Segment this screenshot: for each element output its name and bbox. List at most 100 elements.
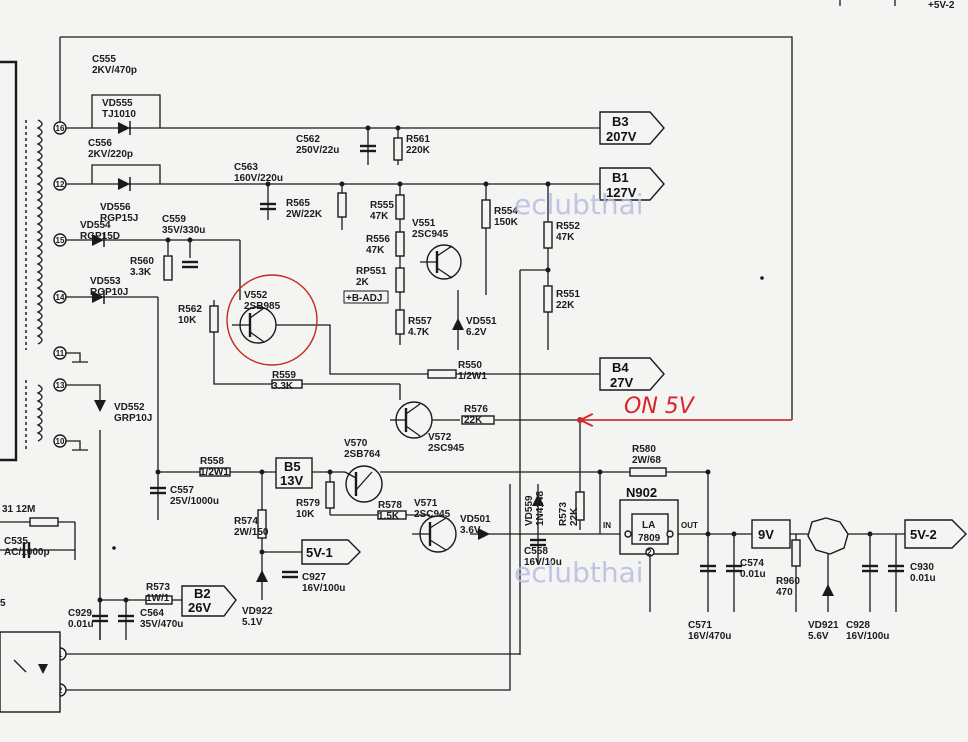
label-r574-ref: R574	[234, 516, 258, 527]
svg-text:14: 14	[56, 293, 65, 302]
capacitor-c564	[118, 614, 134, 623]
label-vd559-value: 1N4148	[535, 491, 546, 526]
label-vd556-value: RGP15J	[100, 213, 138, 224]
resistor-r556	[395, 231, 405, 257]
label-r555-ref: R555	[370, 200, 394, 211]
diode-vd551	[452, 318, 464, 330]
resistor-r960	[791, 539, 801, 567]
label-r579-value: 10K	[296, 509, 315, 520]
label-vd551-value: 6.2V	[466, 327, 487, 338]
label-c555-value: 2KV/470p	[92, 65, 137, 76]
label-r573-value: 1W/1	[146, 593, 170, 604]
transistor-v572	[390, 401, 433, 439]
label-vd552-ref: VD552	[114, 402, 145, 413]
resistor-rp551	[395, 267, 405, 293]
label-c927-ref: C927	[302, 572, 326, 583]
svg-text:B4: B4	[612, 360, 629, 375]
watermark-bottom: eclubthai	[514, 556, 644, 589]
svg-text:12: 12	[56, 180, 65, 189]
svg-text:5V-2: 5V-2	[910, 527, 937, 542]
component-labels: C5552KV/470pVD555TJ1010C5562KV/220pVD556…	[0, 0, 955, 642]
label-v552-ref: V552	[244, 290, 268, 301]
label-c928-value: 16V/100u	[846, 631, 889, 642]
label-c927-value: 16V/100u	[302, 583, 345, 594]
label-r578-value: 1.5K	[378, 511, 400, 522]
label-vd554-value: RGP15D	[80, 231, 120, 242]
label-r562-value: 10K	[178, 315, 197, 326]
pin-12: 12	[53, 177, 67, 191]
label-vd921-value: 5.6V	[808, 631, 829, 642]
label-c555-ref: C555	[92, 54, 116, 65]
resistor-r561	[393, 137, 403, 161]
label-c564-ref: C564	[140, 608, 164, 619]
label-topcorner-ref: +5V-2	[928, 0, 955, 11]
resistor-r562	[209, 305, 219, 333]
label-c930-value: 0.01u	[910, 573, 936, 584]
label-badj-ref: +B-ADJ	[346, 293, 382, 304]
capacitor-c930	[888, 564, 904, 573]
label-r551-value: 22K	[556, 300, 575, 311]
svg-text:16: 16	[56, 124, 65, 133]
watermark-top: eclubthai	[514, 188, 644, 221]
label-r556-value: 47K	[366, 245, 385, 256]
label-vd921-ref: VD921	[808, 620, 839, 631]
tag-5v-1: 5V-1	[301, 539, 361, 565]
diode-vd501	[478, 528, 490, 540]
svg-text:26V: 26V	[188, 600, 211, 615]
label-r560-ref: R560	[130, 256, 154, 267]
regulator-pin-gnd: 2	[647, 548, 652, 557]
svg-text:B1: B1	[612, 170, 629, 185]
resistor-r531	[29, 517, 59, 527]
label-c928-ref: C928	[846, 620, 870, 631]
resistor-r554	[481, 199, 491, 229]
label-r565-ref: R565	[286, 198, 310, 209]
label-c559-ref: C559	[162, 214, 186, 225]
transistor-v552	[232, 306, 277, 344]
capacitor-c558	[530, 538, 546, 547]
pin-16: 16	[53, 121, 67, 135]
label-c557-ref: C557	[170, 485, 194, 496]
resistor-r573b	[575, 491, 585, 521]
label-c556-value: 2KV/220p	[88, 149, 133, 160]
resistor-r574	[257, 509, 267, 539]
wiring	[0, 0, 905, 691]
capacitor-c929	[92, 614, 108, 623]
label-vd501-value: 3.6V	[460, 525, 481, 536]
transistor-v570	[344, 465, 383, 503]
label-r574-value: 2W/150	[234, 527, 269, 538]
capacitor-c571	[700, 564, 716, 573]
label-r562-ref: R562	[178, 304, 202, 315]
label-r550-ref: R550	[458, 360, 482, 371]
label-r531-ref: 31 12M	[2, 504, 35, 515]
transistor-v551	[420, 244, 462, 280]
label-vd554-ref: VD554	[80, 220, 111, 231]
label-r565-value: 2W/22K	[286, 209, 323, 220]
label-c929-value: 0.01u	[68, 619, 94, 630]
label-v570-value: 2SB764	[344, 449, 381, 460]
resistor-r558	[199, 467, 231, 477]
pin-11: 11	[53, 346, 67, 360]
label-v552-value: 2SB985	[244, 301, 281, 312]
label-vd553-ref: VD553	[90, 276, 121, 287]
label-c563-value: 160V/220u	[234, 173, 283, 184]
label-vd552-value: GRP10J	[114, 413, 152, 424]
label-v551-ref: V551	[412, 218, 436, 229]
ferrite-symbol	[807, 517, 849, 555]
highlight-circle	[226, 274, 318, 366]
label-c930-ref: C930	[910, 562, 934, 573]
label-c535-ref: C535	[4, 536, 28, 547]
resistor-r559	[271, 379, 303, 389]
svg-text:5V-1: 5V-1	[306, 545, 333, 560]
label-c571-value: 16V/470u	[688, 631, 731, 642]
svg-text:27V: 27V	[610, 375, 633, 390]
label-five-ref: 5	[0, 598, 6, 609]
label-c562-value: 250V/22u	[296, 145, 339, 156]
label-r576-value: 22K	[464, 415, 483, 426]
label-r552-ref: R552	[556, 221, 580, 232]
label-v571-value: 2SC945	[414, 509, 451, 520]
label-v570-ref: V570	[344, 438, 368, 449]
